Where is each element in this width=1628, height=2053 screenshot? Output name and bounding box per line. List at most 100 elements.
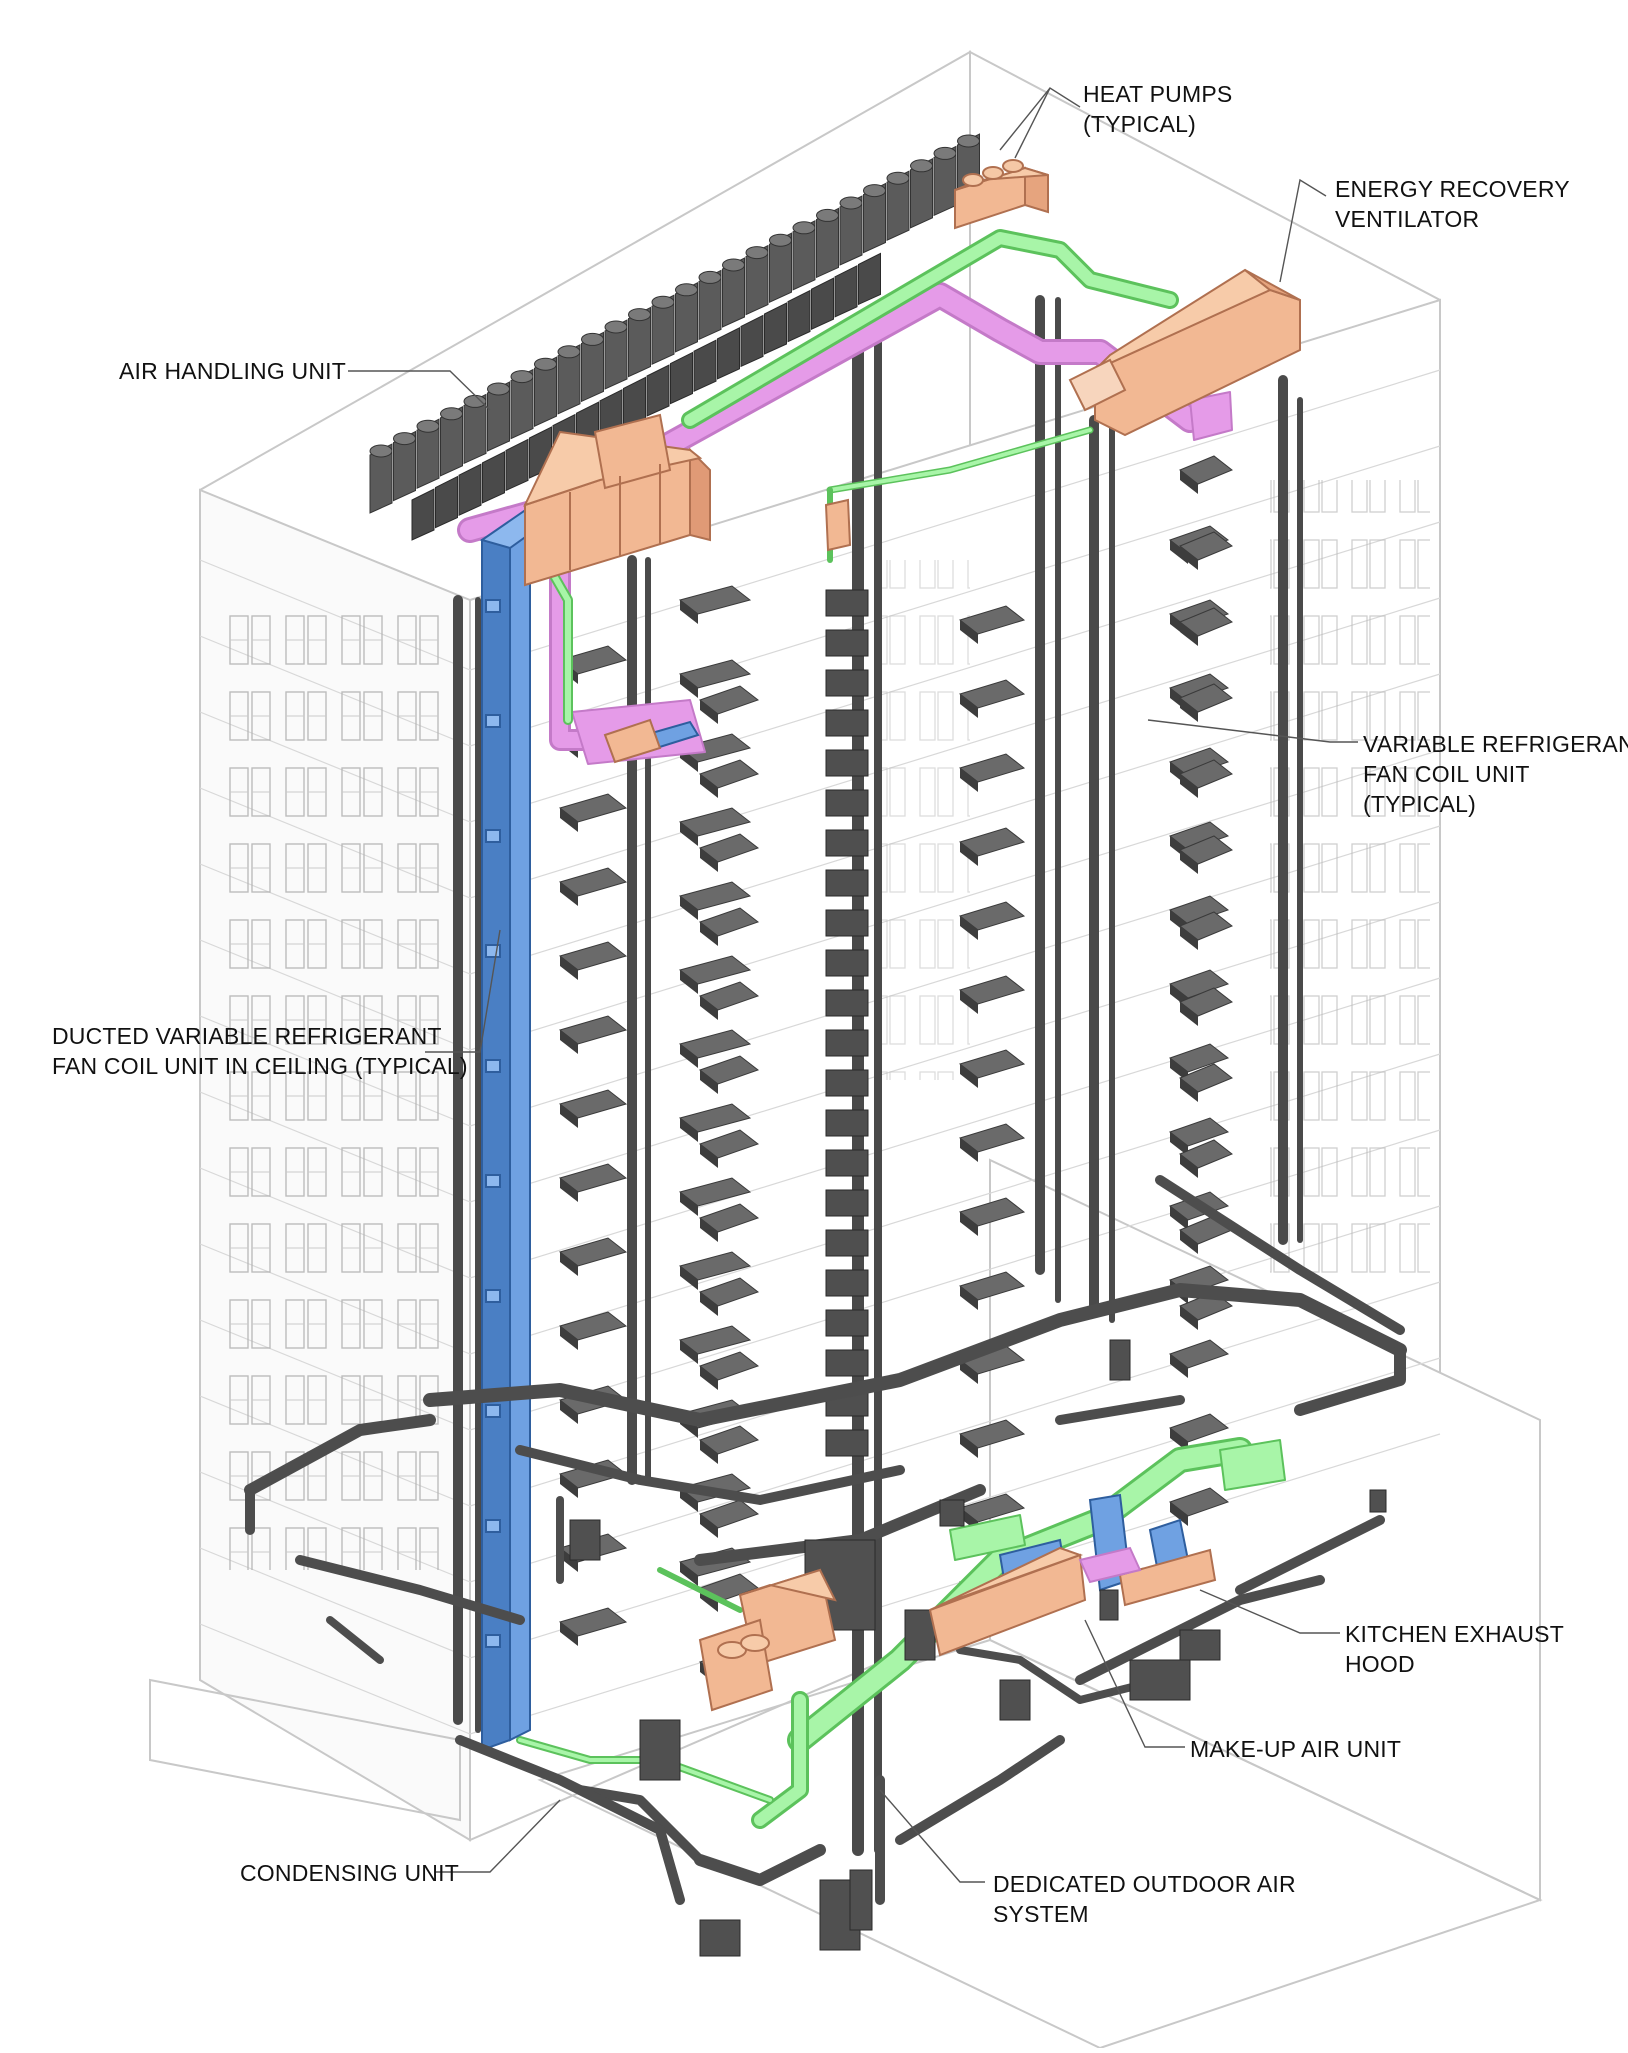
riser-junction [825, 1109, 869, 1137]
label-vrf-line1: VARIABLE REFRIGERANT [1363, 731, 1628, 757]
fan-coil-unit-side [680, 1562, 698, 1586]
label-condensing-line1: CONDENSING UNIT [240, 1860, 459, 1886]
fan-coil-unit-side [1180, 1230, 1198, 1254]
fan-coil-unit-side [700, 774, 718, 798]
mechanical-block [569, 1519, 601, 1561]
label-ducted-line2: FAN COIL UNIT IN CEILING (TYPICAL) [52, 1053, 468, 1079]
fan-coil-unit-side [960, 1138, 978, 1162]
fan-coil-unit-side [960, 916, 978, 940]
fan-coil-unit-side [1180, 546, 1198, 570]
fan-coil-unit-side [1180, 1078, 1198, 1102]
fan-coil-unit [1168, 747, 1230, 777]
fan-coil-unit-side [960, 768, 978, 792]
fan-coil-unit-side [960, 990, 978, 1014]
fan-coil-unit [1179, 835, 1233, 865]
fan-coil-unit-side [700, 1070, 718, 1094]
fan-coil-unit-side [680, 1044, 698, 1068]
fan-coil-unit-side [1180, 1154, 1198, 1178]
heat-pump-fan [393, 432, 416, 446]
heat-pump-fan [557, 345, 581, 359]
fan-coil-unit-side [560, 1400, 578, 1424]
fan-coil-unit-side [560, 808, 578, 832]
heat-pump-fan [910, 159, 933, 173]
label-condensing-unit: CONDENSING UNIT [240, 1858, 459, 1888]
fan-coil-unit [558, 793, 628, 823]
supply-duct-riser [479, 498, 1190, 1752]
fan-coil-unit-side [1180, 622, 1198, 646]
heat-pump-fan [487, 382, 510, 396]
fan-coil-unit-side [700, 700, 718, 724]
heat-pump-fan [604, 320, 628, 334]
fan-coil-unit [1179, 683, 1233, 713]
fan-coil-unit-side [700, 1366, 718, 1390]
label-vrf-line3: (TYPICAL) [1363, 791, 1476, 817]
fan-coil-unit [958, 605, 1026, 635]
fan-coil-unit-side [1170, 1132, 1188, 1156]
fan-coil-unit-side [1180, 850, 1198, 874]
fan-coil-unit-side [560, 1548, 578, 1572]
fan-coil-unit-side [680, 970, 698, 994]
heat-pump-module [787, 289, 811, 343]
fan-coil-unit-side [700, 996, 718, 1020]
equipment-units [523, 159, 1301, 1712]
riser-junction [825, 1189, 869, 1217]
heat-pump-fan [769, 233, 792, 247]
central-riser-stack [825, 589, 869, 1457]
label-air-handling-unit: AIR HANDLING UNIT [100, 356, 346, 386]
duct-joint [485, 1634, 501, 1648]
fan-coil-unit-side [700, 1218, 718, 1242]
fan-coil-unit [558, 867, 628, 897]
fan-coil-unit-side [680, 1118, 698, 1142]
fan-coil-unit-side [560, 1104, 578, 1128]
mechanical-block [1179, 1629, 1221, 1661]
dedicated-outdoor-air-system-unit [698, 1568, 837, 1712]
mechanical-block [639, 1719, 681, 1781]
heat-pump-fan [957, 134, 980, 148]
fan-coil-unit-side [680, 600, 698, 624]
heat-pump-module [458, 463, 482, 516]
heat-pump-fan [628, 308, 651, 322]
fan-coil-unit-side [680, 896, 698, 920]
fan-coil-unit-side [700, 1440, 718, 1464]
fan-coil-unit-side [680, 1266, 698, 1290]
fan-coil-unit-side [960, 1212, 978, 1236]
label-vrf-line2: FAN COIL UNIT [1363, 761, 1530, 787]
riser-junction [825, 1149, 869, 1177]
heat-pump-fan [698, 270, 722, 284]
heat-pump-fan [463, 394, 487, 408]
fan-coil-unit-side [680, 1340, 698, 1364]
heat-pump-module [717, 326, 740, 380]
heat-pump-fan [816, 208, 839, 222]
energy-recovery-ventilator [1068, 268, 1301, 437]
fan-coil-unit [698, 759, 760, 789]
fan-coil-unit-side [1170, 1502, 1188, 1526]
fan-coil-unit [678, 955, 752, 985]
mechanical-block [849, 1869, 873, 1931]
fan-coil-unit-side [680, 1488, 698, 1512]
fan-coil-unit-side [560, 1178, 578, 1202]
label-erv-line2: VENTILATOR [1335, 206, 1480, 232]
heat-pump-units [954, 159, 1049, 230]
label-ahu-line1: AIR HANDLING UNIT [118, 358, 346, 384]
fan-coil-unit-side [960, 1434, 978, 1458]
heat-pump-module [811, 277, 834, 330]
leader-lines [348, 87, 1358, 1883]
label-doas-line1: DEDICATED OUTDOOR AIR [993, 1871, 1296, 1897]
fan-coil-unit-side [560, 1030, 578, 1054]
fan-coil-unit-side [1180, 1306, 1198, 1330]
riser-junction [825, 1229, 869, 1257]
riser-junction [825, 829, 869, 857]
riser-junction [825, 1269, 869, 1297]
heat-pump-fan [534, 357, 557, 371]
fan-coil-unit-side [700, 1514, 718, 1538]
lower-level-ductwork [244, 1175, 1407, 1905]
fan-coil-units [558, 455, 1233, 1686]
fan-coil-unit [678, 807, 752, 837]
label-kitchen-line2: HOOD [1345, 1651, 1415, 1677]
mechanical-block [699, 1919, 741, 1957]
fan-coil-unit [1179, 987, 1233, 1017]
fan-coil-unit [1179, 759, 1233, 789]
fan-coil-unit [698, 685, 760, 715]
riser-junction [825, 1069, 869, 1097]
